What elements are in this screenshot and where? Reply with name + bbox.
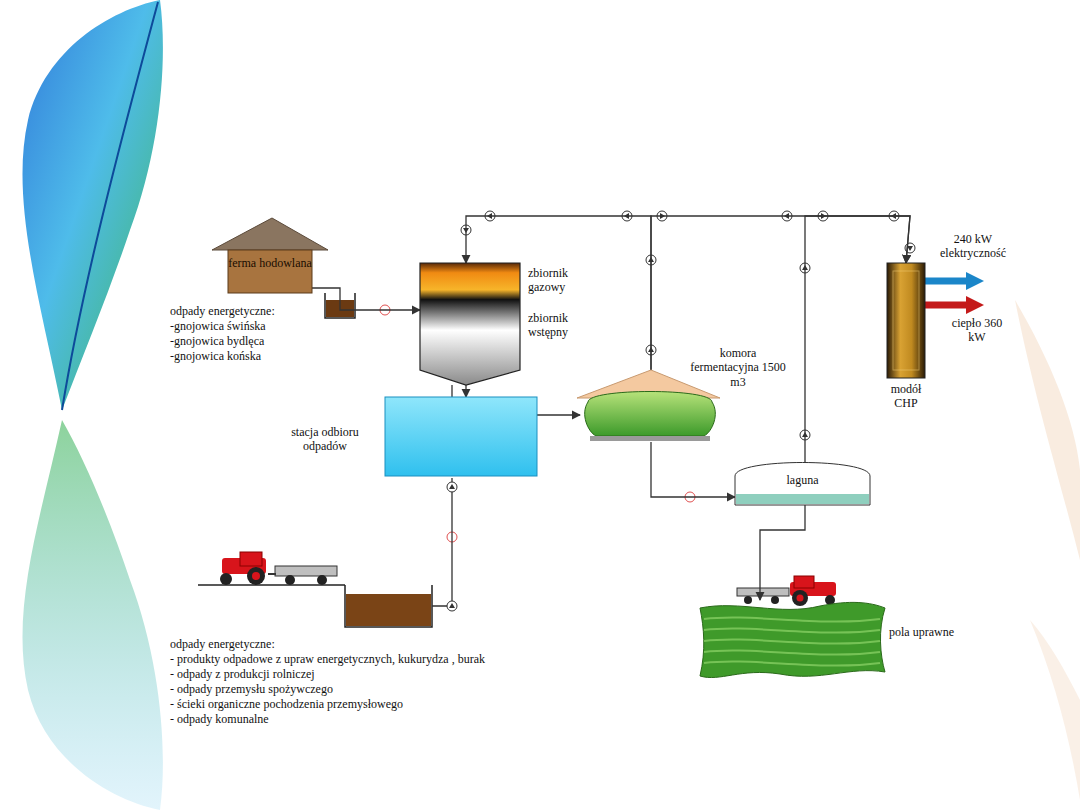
- note-text: -gnojowica bydlęca: [170, 334, 264, 348]
- node-label: stacja odbioru odpadów: [273, 425, 377, 454]
- node-label: ferma hodowlana: [228, 256, 312, 270]
- chp-node: modół CHP: [887, 263, 925, 378]
- digester-shape: [580, 370, 720, 442]
- note-text: - odpady z produkcji rolniczej: [170, 667, 315, 681]
- field-shape: [700, 600, 885, 680]
- note-text: - odpady przemysłu spożywczego: [170, 682, 333, 696]
- farm-node: ferma hodowlana: [228, 250, 312, 293]
- note-text: odpady energetyczne:: [170, 304, 275, 318]
- note-text: -gnojowica końska: [170, 349, 261, 363]
- pipe-connector: [760, 505, 805, 600]
- node-label: zbiornik wstępny: [528, 311, 594, 340]
- station-shape: [385, 397, 537, 476]
- pipe-connector: [651, 216, 910, 370]
- lagoon-node: laguna: [735, 462, 870, 505]
- node-label: modół CHP: [881, 382, 931, 411]
- chp-shape: [887, 263, 925, 378]
- station-node: stacja odbioru odpadów: [385, 397, 537, 476]
- digester-node: komora fermentacyjna 1500 m3: [580, 370, 720, 442]
- pipe-connector: [651, 442, 735, 497]
- tank-node: zbiornik gazowyzbiornik wstępny: [420, 263, 520, 385]
- node-label: laguna: [735, 473, 870, 487]
- field-node: pola uprawne: [700, 600, 885, 680]
- node-label: zbiornik gazowy: [528, 266, 594, 295]
- output-label: 240 kW elektryczność: [930, 232, 1016, 261]
- note-text: odpady energetyczne:: [170, 637, 275, 651]
- note-text: -gnojowica świńska: [170, 319, 266, 333]
- pipe-connector: [312, 288, 420, 310]
- tank-shape: [420, 263, 520, 385]
- node-label: komora fermentacyjna 1500 m3: [688, 346, 788, 389]
- note-text: - ścieki organiczne pochodzenia przemysł…: [170, 697, 403, 711]
- pipe-connector: [465, 385, 466, 397]
- pipe-connector: [537, 414, 580, 415]
- note-text: - odpady komunalne: [170, 712, 269, 726]
- node-label: pola uprawne: [889, 625, 979, 639]
- note-text: - produkty odpadowe z upraw energetyczny…: [170, 652, 485, 666]
- output-label: ciepło 360 kW: [946, 316, 1008, 345]
